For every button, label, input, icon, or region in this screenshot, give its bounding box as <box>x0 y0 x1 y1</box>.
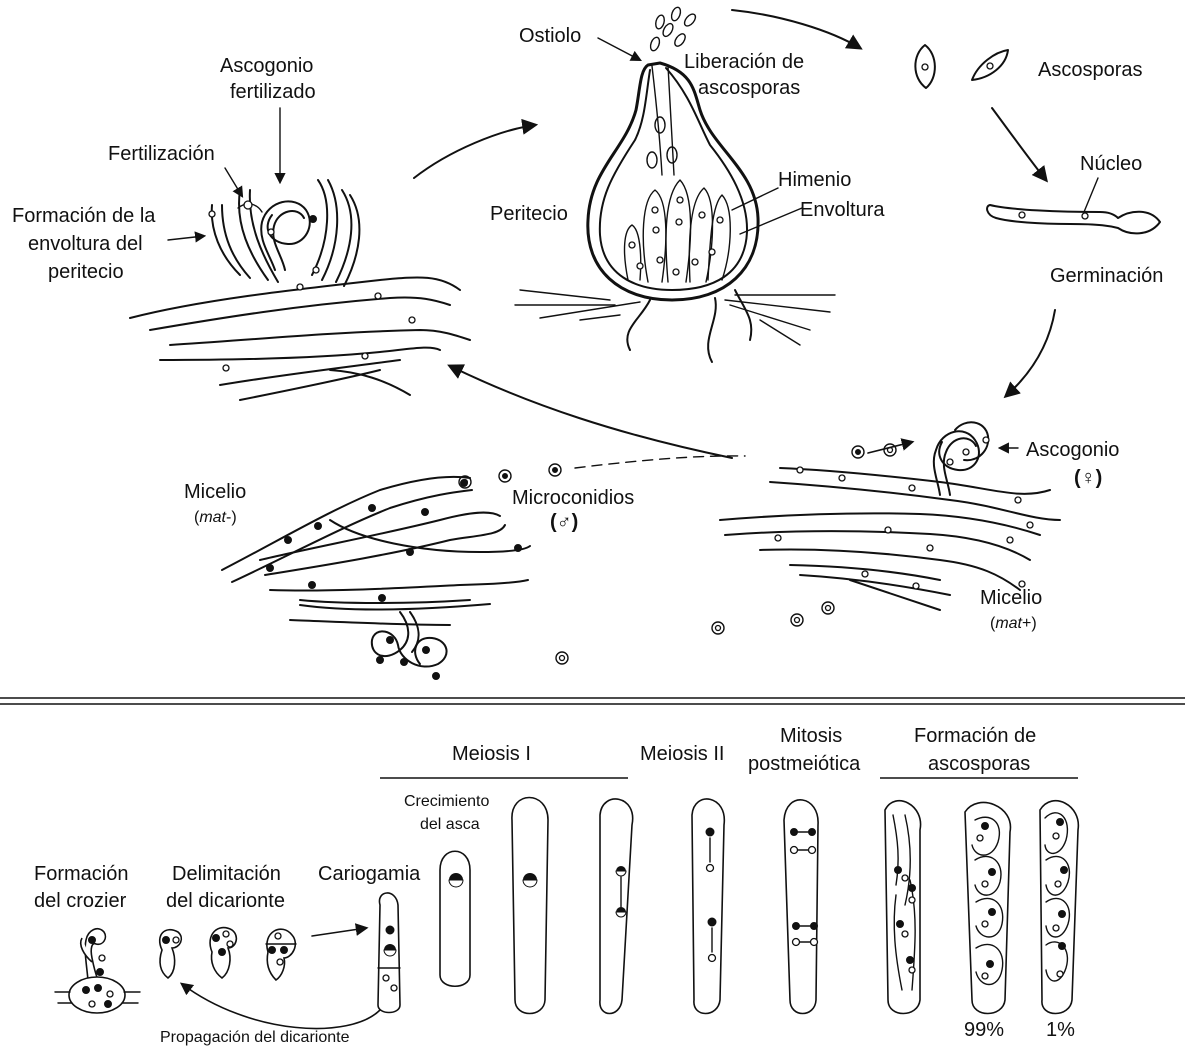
label-microconidios: Microconidios <box>512 487 634 509</box>
label-liberacion-1: Liberación de <box>684 51 804 73</box>
label-nucleo: Núcleo <box>1080 153 1142 175</box>
label-envoltura: Envoltura <box>800 199 885 221</box>
label-mitosis-2: postmeiótica <box>748 753 861 775</box>
label-pct-99: 99% <box>964 1019 1004 1041</box>
label-micelio-right: Micelio <box>980 587 1042 609</box>
crozier <box>55 929 140 1013</box>
label-germinacion: Germinación <box>1050 265 1163 287</box>
label-ascogonio-fertilizado-1: Ascogonio <box>220 55 313 77</box>
postmeiotic-mitosis-ascus <box>784 800 818 1014</box>
label-formacion-ascosporas-1: Formación de <box>914 725 1036 747</box>
cycle-labels: Ostiolo Liberación de ascosporas Ascospo… <box>12 25 1163 632</box>
label-mat-plus: (mat+) <box>990 615 1037 632</box>
label-delimitacion-1: Delimitación <box>172 863 281 885</box>
released-ascospores <box>649 6 698 52</box>
label-crozier-1: Formación <box>34 863 128 885</box>
label-formacion-ascosporas-2: ascosporas <box>928 753 1030 775</box>
label-peritecio: Peritecio <box>490 203 568 225</box>
label-female-symbol: (♀) <box>1074 467 1102 489</box>
label-ostiolo: Ostiolo <box>519 25 581 47</box>
label-mat-minus: (mat-) <box>194 509 237 526</box>
germinating-ascospore <box>987 205 1160 233</box>
label-ascogonio: Ascogonio <box>1026 439 1119 461</box>
dikaryon-delimitation <box>160 928 296 980</box>
label-formacion-3: peritecio <box>48 261 124 283</box>
label-formacion-2: envoltura del <box>28 233 143 255</box>
label-crozier-2: del crozier <box>34 890 127 912</box>
label-delimitacion-2: del dicarionte <box>166 890 285 912</box>
label-fertilizacion: Fertilización <box>108 143 215 165</box>
label-pct-1: 1% <box>1046 1019 1075 1041</box>
ascus-development-panel: Meiosis I Meiosis II Mitosis postmeiótic… <box>34 725 1078 1046</box>
hymenium-asci <box>625 180 731 282</box>
label-mitosis-1: Mitosis <box>780 725 842 747</box>
ascospore-formation-asci <box>885 801 1078 1014</box>
microconidia <box>459 444 896 664</box>
ascospores <box>915 45 1008 88</box>
label-crecimiento-2: del asca <box>420 816 480 833</box>
label-crecimiento-1: Crecimiento <box>404 793 489 810</box>
label-formacion-1: Formación de la <box>12 205 156 227</box>
label-ascogonio-fertilizado-2: fertilizado <box>230 81 316 103</box>
label-meiosis-1: Meiosis I <box>452 743 531 765</box>
meiosis-2-ascus <box>692 799 724 1014</box>
label-liberacion-2: ascosporas <box>698 77 800 99</box>
label-propagacion: Propagación del dicarionte <box>160 1029 350 1046</box>
label-micelio-left: Micelio <box>184 481 246 503</box>
panel-divider <box>0 698 1185 704</box>
label-cariogamia: Cariogamia <box>318 863 421 885</box>
life-cycle-panel: Ostiolo Liberación de ascosporas Ascospo… <box>12 6 1163 679</box>
label-himenio: Himenio <box>778 169 851 191</box>
label-ascosporas: Ascosporas <box>1038 59 1143 81</box>
mycelium-mat-minus <box>222 477 530 680</box>
label-male-symbol: (♂) <box>550 511 578 533</box>
fertilized-ascogonium-structure <box>130 180 470 400</box>
label-meiosis-2: Meiosis II <box>640 743 724 765</box>
karyogamy-ascus <box>378 893 400 1013</box>
